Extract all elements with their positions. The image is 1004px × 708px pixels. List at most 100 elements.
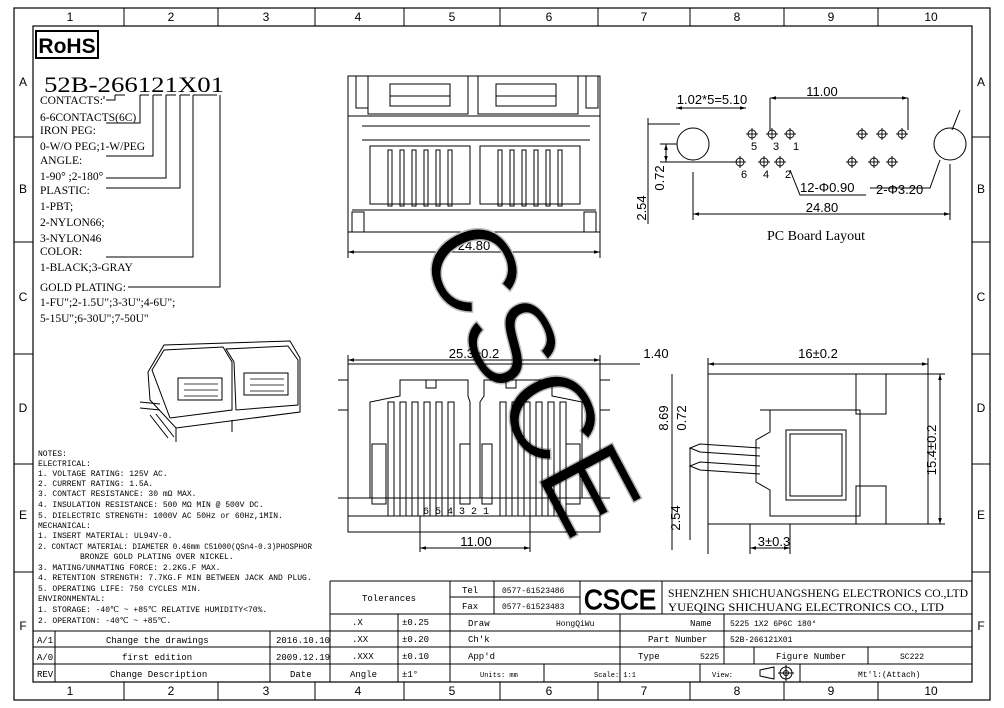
col-label-top: 7 — [641, 10, 648, 24]
note-line: 1. VOLTAGE RATING: 125V AC. — [38, 470, 168, 479]
revision-code: A/0 — [37, 653, 53, 663]
col-label-top: 5 — [449, 10, 456, 24]
dim-side-254: 2.54 — [668, 505, 683, 530]
note-line: NOTES: — [38, 450, 67, 459]
revision-description: first edition — [122, 653, 192, 663]
scale-label: Scale: 1:1 — [594, 672, 636, 680]
col-label-top: 8 — [734, 10, 741, 24]
note-line: MECHANICAL: — [38, 522, 91, 531]
check-label: Ch'k — [468, 635, 490, 645]
row-label-left: F — [19, 619, 26, 633]
row-label-left: C — [19, 290, 28, 304]
draw-label: Draw — [468, 619, 490, 629]
company-logo: CSCE — [584, 584, 656, 615]
row-label-right: B — [977, 182, 985, 196]
note-line: BRONZE GOLD PLATING OVER NICKEL. — [80, 553, 234, 562]
revision-date: 2016.10.10 — [276, 636, 330, 646]
gold-plating-options: 5-15U";6-30U";7-50U" — [40, 313, 149, 325]
figure-number-value: SC222 — [900, 653, 924, 662]
col-label-top: 9 — [828, 10, 835, 24]
row-label-right: D — [977, 401, 986, 415]
company-name-2: YUEQING SHICHUANG ELECTRONICS CO., LTD — [668, 600, 944, 614]
dim-front-width: 24.80 — [458, 238, 491, 253]
pcb-pin-label: 2 — [785, 169, 791, 181]
col-label-top: 2 — [168, 10, 175, 24]
tolerance-key: Angle — [350, 670, 377, 680]
pin-numbers: 6 5 4 3 2 1 — [423, 507, 489, 518]
note-line: 2. CURRENT RATING: 1.5A. — [38, 480, 153, 489]
plastic-option: 1-PBT; — [40, 201, 73, 213]
projection-symbol-icon — [759, 665, 794, 681]
dim-side-height: 15.4±0.2 — [924, 425, 939, 476]
part-number-label: Part Number — [648, 635, 707, 645]
gold-plating-label: GOLD PLATING: — [40, 282, 126, 294]
row-label-right: C — [977, 290, 986, 304]
row-label-left: D — [19, 401, 28, 415]
note-line: 5. OPERATING LIFE: 750 CYCLES MIN. — [38, 585, 201, 594]
tolerances-label: Tolerances — [362, 594, 416, 604]
front-view — [347, 75, 601, 258]
dim-pcb-holes: 12-Φ0.90 — [800, 180, 854, 195]
material-label: Mt'l:(Attach) — [858, 671, 920, 680]
pcb-pin-labels: 5 3 1 6 4 2 — [741, 141, 799, 181]
type-value: 5225 — [700, 653, 719, 662]
pcb-layout — [647, 96, 967, 224]
title-block-text: Tolerances .X ±0.25 .XX ±0.20 .XXX ±0.10… — [37, 586, 968, 680]
date-header: Date — [290, 670, 312, 680]
tolerance-value: ±0.20 — [402, 635, 429, 645]
tolerance-key: .XXX — [352, 652, 374, 662]
revision-code: A/1 — [37, 636, 53, 646]
contacts-label: CONTACTS: — [40, 95, 103, 107]
dim-pcb-span: 11.00 — [806, 84, 838, 99]
col-label-bottom: 2 — [168, 684, 175, 698]
dim-side-width: 16±0.2 — [798, 346, 838, 361]
dim-pcb-pitch: 1.02*5=5.10 — [677, 92, 747, 107]
col-label-bottom: 8 — [734, 684, 741, 698]
dim-side-072: 0.72 — [674, 405, 689, 430]
pcb-pin-label: 5 — [751, 141, 757, 153]
fax-value: 0577-61523483 — [502, 603, 565, 612]
col-label-bottom: 3 — [263, 684, 270, 698]
note-line: 1. INSERT MATERIAL: UL94V-0. — [38, 532, 172, 541]
angle-value: 1-90° ;2-180° — [40, 171, 104, 183]
iron-peg-label: IRON PEG: — [40, 125, 96, 137]
col-label-top: 4 — [355, 10, 362, 24]
angle-label: ANGLE: — [40, 155, 82, 167]
note-line: 3. MATING/UNMATING FORCE: 2.2KG.F MAX. — [38, 564, 220, 573]
part-code: 52B-266121X01 — [44, 72, 224, 97]
pcb-pin-label: 3 — [773, 141, 779, 153]
pcb-pin-label: 4 — [763, 169, 769, 181]
col-label-top: 1 — [67, 10, 74, 24]
tolerance-value: ±0.25 — [402, 618, 429, 628]
description-header: Change Description — [110, 670, 207, 680]
row-label-left: E — [19, 508, 27, 522]
type-label: Type — [638, 652, 660, 662]
notes-block: NOTES: ELECTRICAL: 1. VOLTAGE RATING: 12… — [38, 450, 312, 626]
col-label-top: 10 — [924, 10, 938, 24]
iron-peg-value: 0-W/O PEG;1-W/PEG — [40, 141, 145, 153]
dim-bottom-width: 25.3±0.2 — [449, 346, 500, 361]
row-label-right: F — [977, 619, 984, 633]
note-line: 4. RETENTION STRENGTH: 7.7KG.F MIN BETWE… — [38, 574, 312, 583]
note-line: 4. INSULATION RESISTANCE: 500 MΩ MIN @ 5… — [38, 501, 264, 510]
tolerance-key: .X — [352, 618, 363, 628]
row-label-left: B — [19, 182, 27, 196]
draw-value: HongQiWu — [556, 620, 595, 629]
row-label-right: A — [977, 75, 985, 89]
pcb-layout-title: PC Board Layout — [767, 229, 865, 244]
rohs-box — [35, 30, 99, 59]
dim-side-bottom: 3±0.3 — [758, 534, 790, 549]
figure-number-label: Figure Number — [776, 652, 846, 662]
bottom-view — [338, 355, 640, 552]
dim-side-gap: 1.40 — [643, 346, 668, 361]
dim-pcb-width: 24.80 — [806, 200, 839, 215]
col-label-bottom: 5 — [449, 684, 456, 698]
pcb-pin-label: 1 — [793, 141, 799, 153]
note-line: 1. STORAGE: -40℃ ~ +85℃ RELATIVE HUMIDIT… — [38, 606, 267, 615]
dim-pcb-254: 2.54 — [634, 195, 649, 220]
plastic-label: PLASTIC: — [40, 185, 90, 197]
name-label: Name — [690, 619, 712, 629]
tolerance-value: ±0.10 — [402, 652, 429, 662]
col-label-top: 3 — [263, 10, 270, 24]
